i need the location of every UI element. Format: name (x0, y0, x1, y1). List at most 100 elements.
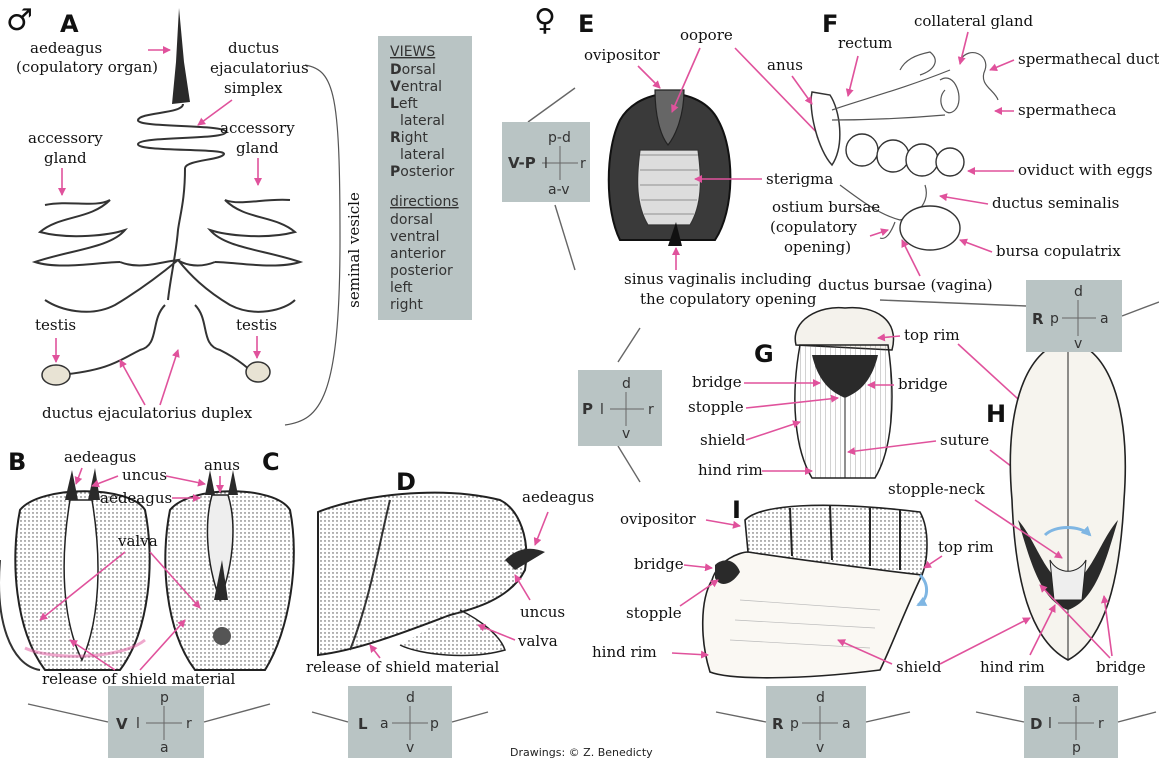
f-connector-right (1122, 302, 1159, 316)
ductus-simplex-label-3: simplex (224, 79, 283, 97)
panel-h-letter: H (986, 400, 1006, 428)
direction-item: anterior (390, 246, 446, 262)
f-anus-label: anus (767, 56, 803, 74)
release-shield-bc-label: release of shield material (42, 670, 236, 688)
f-collateral-label: collateral gland (914, 12, 1034, 30)
e-sinus-label-1: sinus vaginalis including (624, 270, 812, 288)
d-aedeagus-arrow (535, 512, 548, 545)
ductus-duplex-arrow-right (160, 350, 178, 405)
f-oviduct-label: oviduct with eggs (1018, 161, 1153, 179)
orient-bc-left: l (136, 716, 140, 732)
testis-left-label: testis (35, 316, 76, 334)
orient-f-bottom: v (1074, 336, 1082, 352)
orient-f-right: a (1100, 311, 1109, 327)
panel-i-drawing (703, 505, 927, 678)
i-stopple-label: stopple (626, 604, 682, 622)
f-ostium-label-2: (copulatory (770, 218, 858, 236)
credit-text: Drawings: © Z. Benedicty (510, 746, 653, 759)
g-stopple-label: stopple (688, 398, 744, 416)
c-aedeagus-label: aedeagus (100, 489, 172, 507)
orient-i-top: d (816, 690, 825, 706)
panel-bc: B C aedeagus uncus anus aedeagus valva r… (0, 448, 294, 688)
e-connector-top (528, 88, 575, 122)
orient-i-view: R (772, 715, 784, 733)
h-connector-right (1118, 712, 1156, 722)
panel-c-drawing (165, 470, 294, 670)
panel-d: D aedeagus uncus valva release of shield… (306, 468, 594, 676)
aedeagus-drawing (172, 8, 190, 104)
e-oopore-label: oopore (680, 26, 733, 44)
direction-item: right (390, 297, 423, 313)
orient-box-d: L d a p v (348, 686, 452, 758)
release-shield-d-label: release of shield material (306, 658, 500, 676)
orient-box-i: R d p a v (766, 686, 866, 758)
views-legend: VIEWS DorsalVentralLeftlateralRightlater… (378, 36, 472, 320)
panel-d-drawing (318, 493, 545, 656)
accessory-left-label-2: gland (44, 149, 87, 167)
orient-d-top: d (406, 690, 415, 706)
orient-h-left: l (1048, 716, 1052, 732)
orient-d-right: p (430, 716, 439, 732)
i-shield-label: shield (896, 658, 942, 676)
h-bridge-label: bridge (1096, 658, 1146, 676)
i-top-rim-label: top rim (938, 538, 994, 556)
male-symbol: ♂ (6, 3, 33, 38)
orient-h-view: D (1030, 715, 1042, 733)
orient-g-right: r (648, 402, 654, 418)
views-item: lateral (400, 113, 445, 129)
g-hind-rim-label: hind rim (698, 461, 763, 479)
i-hind-rim-arrow (672, 653, 708, 655)
d-uncus-label: uncus (520, 603, 565, 621)
directions-title: directions (390, 194, 459, 210)
h-connector-left (976, 712, 1024, 722)
g-top-rim-label: top rim (904, 326, 960, 344)
f-bursa-arrow (960, 240, 992, 252)
f-anus-arrow (792, 76, 812, 104)
views-item: lateral (400, 147, 445, 163)
e-connector-bottom (555, 205, 575, 270)
orient-e-bottom: a-v (548, 182, 570, 198)
g-bridge-right-label: bridge (898, 375, 948, 393)
orient-box-f: R d p a v (1026, 280, 1122, 352)
f-ostium-arrow (870, 230, 888, 236)
panel-f-letter: F (822, 10, 838, 38)
orient-bc-right: r (186, 716, 192, 732)
h-hind-rim-label: hind rim (980, 658, 1045, 676)
ductus-duplex-label: ductus ejaculatorius duplex (42, 404, 253, 422)
testis-right-label: testis (236, 316, 277, 334)
panel-f: F anus rectum collateral gland spermathe… (767, 10, 1159, 316)
g-bridge-left-label: bridge (692, 373, 742, 391)
f-spermathecal-duct-arrow (990, 60, 1014, 70)
ductus-duplex-arrow-left (120, 360, 145, 405)
accessory-right-label-1: accessory (220, 119, 295, 137)
testis-left-drawing (42, 365, 70, 385)
i-bridge-arrow (684, 565, 712, 568)
orient-bc-bottom: a (160, 740, 169, 756)
f-ductus-seminalis-arrow (940, 196, 988, 204)
ductus-simplex-label-1: ductus (228, 39, 279, 57)
i-connector-right (866, 712, 910, 722)
orient-box-e: V-P p-d l r a-v (502, 122, 590, 202)
b-aedeagus-arrow (76, 468, 82, 484)
b-uncus-label: uncus (122, 466, 167, 484)
aedeagus-copulatory-label-1: aedeagus (30, 39, 102, 57)
f-collateral-arrow (960, 32, 968, 64)
orient-i-right: a (842, 716, 851, 732)
f-spermathecal-duct-label: spermathecal duct (1018, 50, 1159, 68)
views-item: Ventral (390, 79, 442, 95)
d-connector-left (312, 712, 348, 722)
ductus-simplex-coils (138, 104, 226, 300)
panel-a-letter: A (60, 10, 79, 38)
f-rectum-label: rectum (838, 34, 892, 52)
direction-item: posterior (390, 263, 453, 279)
panel-d-letter: D (396, 468, 416, 496)
g-shield-arrow (746, 422, 800, 440)
h-stopple-neck-label: stopple-neck (888, 480, 986, 498)
orient-d-bottom: v (406, 740, 414, 756)
g-connector-top (618, 328, 640, 362)
f-bursa-label: bursa copulatrix (996, 242, 1121, 260)
e-ovipositor-label: ovipositor (584, 46, 660, 64)
orient-g-view: P (582, 400, 593, 418)
orient-box-h: D a l r p (1024, 686, 1118, 758)
